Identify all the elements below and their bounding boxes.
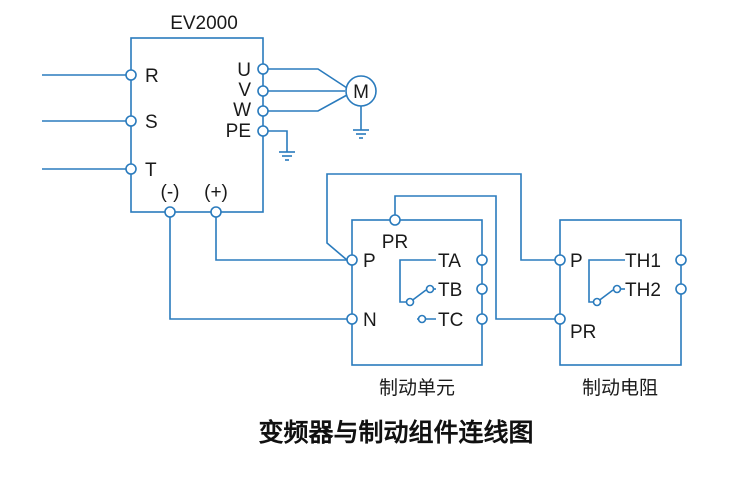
bu-label-pr: PR [382, 232, 408, 253]
br-terminal-p [554, 254, 566, 266]
label-t: T [145, 160, 157, 181]
br-terminal-th2 [675, 283, 687, 295]
motor-wiring: M [257, 63, 377, 161]
braking-unit-box [351, 219, 483, 366]
terminal-s [125, 115, 137, 127]
bu-relay-ta-wire [399, 259, 436, 303]
terminal-pe [257, 125, 269, 137]
terminal-u [257, 63, 269, 75]
motor-label: M [353, 82, 369, 103]
terminal-r [125, 69, 137, 81]
bu-relay-pivot [405, 297, 415, 307]
label-v: V [238, 80, 251, 101]
br-label-pr: PR [570, 322, 596, 343]
braking-resistor-caption: 制动电阻 [582, 377, 658, 399]
diagram-title: 变频器与制动组件连线图 [258, 418, 533, 447]
bu-terminal-n [346, 313, 358, 325]
wire-w [268, 94, 348, 112]
br-label-th2: TH2 [625, 280, 661, 301]
terminal-t [125, 163, 137, 175]
bu-label-tb: TB [438, 280, 462, 301]
interconnect-wiring [164, 173, 555, 320]
bu-terminal-tc [476, 313, 488, 325]
bu-label-n: N [363, 310, 377, 331]
ground-icon [279, 151, 295, 161]
bu-label-ta: TA [438, 251, 461, 272]
label-dc-minus: (-) [161, 182, 180, 203]
label-w: W [233, 100, 251, 121]
wire-dc-minus-to-n [169, 217, 347, 320]
terminal-dc-plus [210, 206, 222, 218]
bu-terminal-p [346, 254, 358, 266]
label-pe: PE [226, 121, 251, 142]
braking-unit-block: 制动单元 PR P N TA TB TC [346, 214, 488, 399]
br-terminal-th1 [675, 254, 687, 266]
wire-dc-plus-to-p [215, 217, 347, 261]
terminal-w [257, 105, 269, 117]
braking-resistor-block: 制动电阻 P PR TH1 TH2 [554, 219, 687, 399]
label-dc-plus: (+) [204, 182, 228, 203]
braking-unit-caption: 制动单元 [379, 377, 455, 399]
br-thermal-contact [612, 284, 622, 294]
br-thermal-pivot [592, 297, 602, 307]
inverter-box [130, 37, 264, 213]
bu-terminal-ta [476, 254, 488, 266]
inverter-block: EV2000 R S T U V W PE (-) (+) [42, 13, 264, 213]
br-label-p: P [570, 251, 583, 272]
bu-label-tc: TC [438, 310, 463, 331]
terminal-dc-minus [164, 206, 176, 218]
bu-terminal-pr [389, 214, 401, 226]
label-r: R [145, 66, 159, 87]
inverter-name: EV2000 [170, 13, 238, 34]
bu-relay-tc-contact [417, 314, 427, 324]
motor-ground-icon [353, 129, 369, 139]
wire-u [268, 68, 348, 89]
wire-bu-pr-to-br-pr [394, 195, 555, 320]
br-terminal-pr [554, 313, 566, 325]
label-s: S [145, 112, 158, 133]
bu-relay-contact [425, 284, 435, 294]
terminal-v [257, 85, 269, 97]
wire-bu-p-to-br-p [326, 173, 555, 261]
wire-pe [268, 130, 288, 152]
braking-resistor-box [559, 219, 682, 366]
bu-terminal-tb [476, 283, 488, 295]
label-u: U [237, 60, 251, 81]
br-label-th1: TH1 [625, 251, 661, 272]
bu-label-p: P [363, 251, 376, 272]
